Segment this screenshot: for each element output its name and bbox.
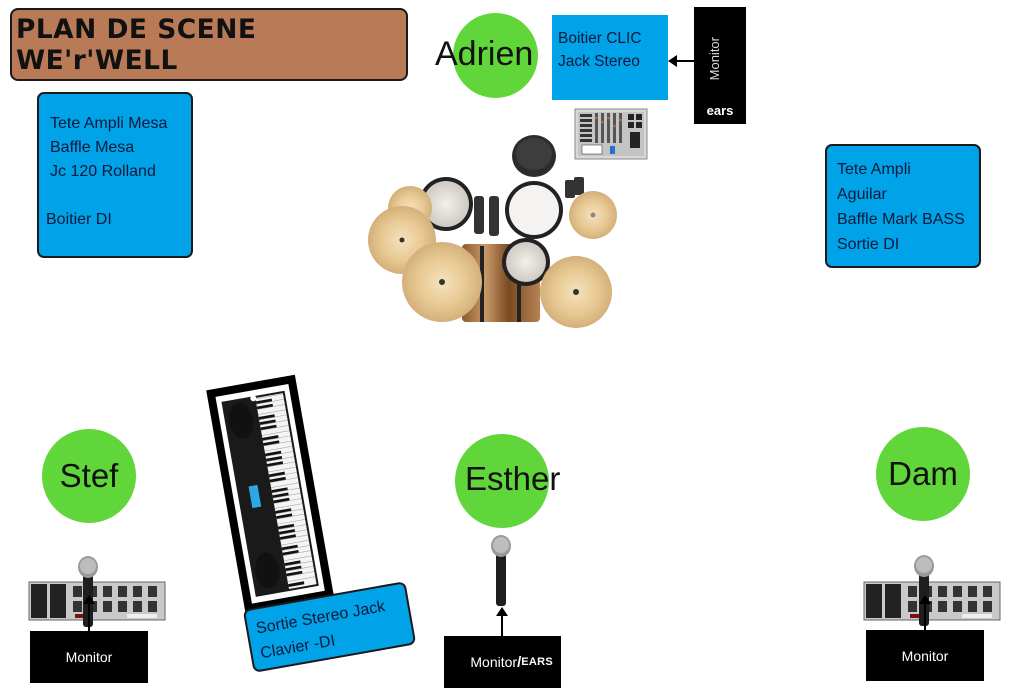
arrow-line bbox=[88, 600, 90, 631]
monitor-label: Monitor bbox=[65, 649, 113, 665]
bass-equipment-line: Tete Ampli bbox=[837, 161, 911, 178]
musician-dam: Dam bbox=[876, 427, 970, 521]
arrow-line bbox=[501, 614, 503, 636]
pedalboard-icon bbox=[27, 578, 167, 624]
musician-adrien: Adrien bbox=[435, 13, 538, 98]
monitor-esther: Monitor/EARS bbox=[444, 636, 561, 688]
bass-equipment-line: Baffle Mark BASS bbox=[837, 211, 965, 228]
click-box-line: Boitier CLIC bbox=[558, 30, 642, 47]
monitor-label: Monitor bbox=[707, 37, 722, 81]
arrow-line bbox=[924, 600, 926, 630]
pedalboard-icon bbox=[862, 578, 1002, 624]
monitor-label: Monitor bbox=[901, 647, 949, 664]
arrow-head-icon bbox=[668, 55, 677, 67]
monitor-separator: / bbox=[517, 653, 522, 671]
guitar-equipment-line: Jc 120 Rolland bbox=[50, 163, 156, 180]
monitor-label: Monitor bbox=[470, 654, 518, 670]
bass-equipment-box: Tete Ampli Aguilar Baffle Mark BASS Sort… bbox=[825, 144, 981, 268]
monitor-stef: Monitor bbox=[30, 631, 148, 683]
musician-name: Stef bbox=[59, 457, 119, 494]
drum-kit-icon bbox=[362, 134, 618, 330]
microphone-icon bbox=[490, 534, 512, 610]
musician-esther: Esther bbox=[455, 434, 560, 528]
musician-name: Esther bbox=[465, 460, 561, 497]
click-box-line: Jack Stereo bbox=[558, 53, 640, 70]
monitor-adrien: Monitor ears bbox=[694, 7, 746, 124]
guitar-equipment-line: Tete Ampli Mesa bbox=[50, 115, 168, 132]
musician-stef: Stef bbox=[42, 429, 136, 523]
arrow-line bbox=[676, 60, 694, 62]
bass-equipment-line: Sortie DI bbox=[837, 236, 900, 253]
stage-plan-title: PLAN DE SCENE WE'r'WELL bbox=[15, 13, 257, 76]
arrow-head-icon bbox=[496, 607, 508, 616]
ears-label: EARS bbox=[521, 656, 553, 668]
arrow-head-icon bbox=[83, 595, 95, 604]
click-box: Boitier CLIC Jack Stereo bbox=[552, 15, 668, 100]
arrow-head-icon bbox=[919, 595, 931, 604]
guitar-equipment-line: Baffle Mesa bbox=[50, 139, 135, 156]
bass-equipment-line: Aguilar bbox=[837, 186, 887, 203]
keyboard-icon bbox=[202, 373, 336, 613]
stage-plan-title-box: PLAN DE SCENE WE'r'WELL bbox=[10, 8, 408, 81]
ears-label: ears bbox=[706, 103, 734, 118]
mixer-icon bbox=[574, 108, 648, 160]
musician-name: Dam bbox=[888, 455, 958, 492]
guitar-equipment-box: Tete Ampli Mesa Baffle Mesa Jc 120 Rolla… bbox=[37, 92, 193, 258]
monitor-dam: Monitor bbox=[866, 630, 984, 681]
musician-name: Adrien bbox=[435, 35, 534, 73]
guitar-di-line: Boitier DI bbox=[46, 211, 112, 228]
